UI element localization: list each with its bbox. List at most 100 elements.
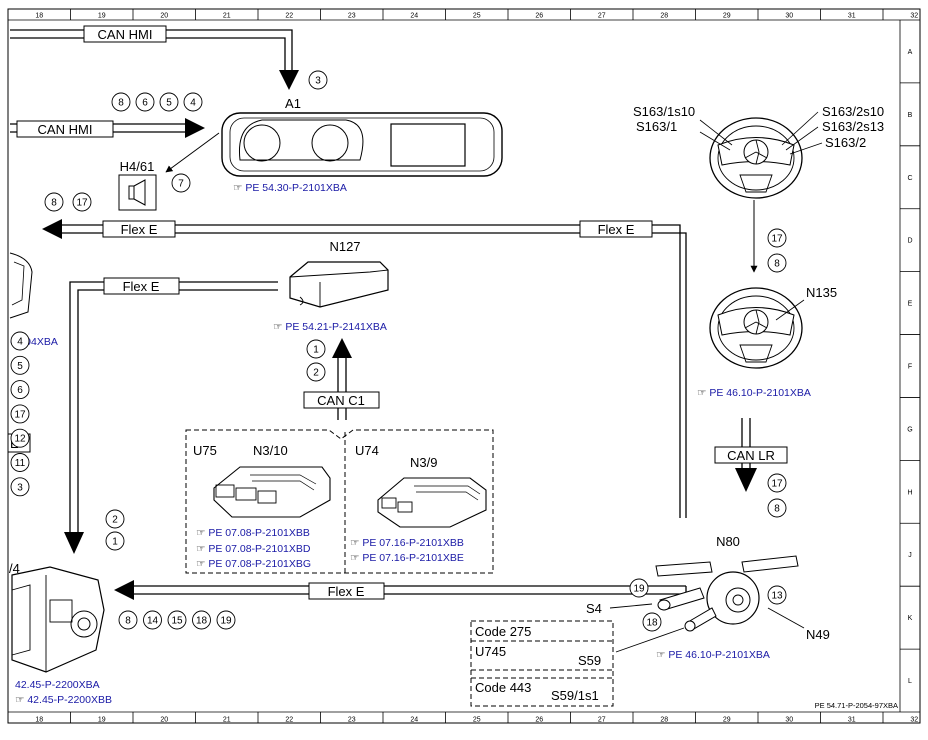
s59-label: S59 <box>578 653 601 668</box>
n80-steering-column-module: N80 S4 N49 ☞ PE 46.10-P-2101XBA <box>586 534 830 661</box>
signal-number-circle <box>10 453 30 472</box>
grid-column-label: 18 <box>35 13 43 20</box>
grid-column-label: 21 <box>223 13 231 20</box>
signal-number-circle <box>767 228 787 248</box>
s163-1-label: S163/1 <box>636 119 677 134</box>
signal-number-circle <box>10 404 30 424</box>
grid-row-label: K <box>908 615 913 622</box>
signal-number-circle <box>10 380 30 400</box>
signal-number-circle <box>44 192 64 212</box>
signal-number: 8 <box>125 616 131 627</box>
bus-label: CAN HMI <box>98 27 153 42</box>
n135-ref: ☞ PE 46.10-P-2101XBA <box>697 387 811 399</box>
signal-number-circle <box>192 610 211 630</box>
esp-label-partial: /4 <box>9 561 20 576</box>
signal-number-circle <box>10 331 30 351</box>
bus-label: Flex E <box>328 584 365 599</box>
u75-ref: ☞ PE 07.08-P-2101XBB <box>196 527 310 539</box>
n80-label: N80 <box>716 534 740 549</box>
grid-column-label: 21 <box>223 717 231 724</box>
signal-number: 12 <box>14 434 26 445</box>
bus-flex-e-top: Flex E Flex E <box>42 219 687 518</box>
signal-number: 19 <box>220 616 232 627</box>
code-boxes: Code 275 U745 S59 Code 443 S59/1s1 <box>470 620 614 707</box>
n127-ref: ☞ PE 54.21-P-2141XBA <box>273 321 387 333</box>
grid-column-label: 22 <box>285 717 293 724</box>
grid-column-label: 26 <box>535 717 543 724</box>
grid-column-label: 25 <box>473 13 481 20</box>
n3-9-label: N3/9 <box>410 455 437 470</box>
grid-column-label: 24 <box>410 717 418 724</box>
grid-column-label: 27 <box>598 13 606 20</box>
signal-number-circle <box>216 610 236 630</box>
s163-2-label: S163/2 <box>825 135 866 150</box>
signal-number: 17 <box>14 409 26 420</box>
a1-ref: ☞ PE 54.30-P-2101XBA <box>233 182 347 194</box>
signal-number: 14 <box>147 616 159 627</box>
signal-number-circle <box>118 610 138 630</box>
signal-number: 8 <box>51 198 57 209</box>
grid-column-label: 23 <box>348 717 356 724</box>
bus-flex-e-bottom: Flex E <box>114 580 687 600</box>
grid-row-label: H <box>907 489 912 496</box>
bus-can-hmi-mid: CAN HMI <box>10 118 205 138</box>
a1-label: A1 <box>285 96 301 111</box>
u75-ref: ☞ PE 07.08-P-2101XBD <box>196 543 311 555</box>
grid-column-label: 26 <box>535 13 543 20</box>
s59-1s1-label: S59/1s1 <box>551 688 599 703</box>
bus-can-c1: CAN C1 <box>303 338 380 420</box>
signal-number-circle <box>306 362 326 382</box>
h4-61-label: H4/61 <box>120 159 155 174</box>
grid-column-label: 31 <box>848 717 856 724</box>
signal-number: 2 <box>112 515 118 526</box>
grid-row-label: D <box>907 238 912 245</box>
a1-instrument-cluster: A1 ☞ PE 54.30-P-2101XBA <box>221 96 503 194</box>
s4-label: S4 <box>586 601 602 616</box>
grid-row-label: A <box>908 49 913 56</box>
document-code: PE 54.71-P-2054-97XBA <box>815 701 898 710</box>
bus-label: CAN LR <box>727 448 775 463</box>
signal-number: 8 <box>118 98 124 109</box>
signal-number: 6 <box>142 98 148 109</box>
signal-number-circle <box>183 92 203 112</box>
signal-number-circle <box>642 612 662 632</box>
esp-control-unit: /4 42.45-P-2200XBA ☞ 42.45-P-2200XBB <box>9 561 112 706</box>
signal-number-circle <box>135 92 155 112</box>
signal-number: 11 <box>15 458 26 469</box>
signal-number: 19 <box>633 584 645 595</box>
n80-ref: ☞ PE 46.10-P-2101XBA <box>656 649 770 661</box>
bus-can-lr: CAN LR <box>714 418 788 492</box>
grid-column-label: 19 <box>98 13 106 20</box>
bus-label: CAN C1 <box>317 393 365 408</box>
n49-label: N49 <box>806 627 830 642</box>
signal-number-circle <box>171 173 191 193</box>
signal-number-circle <box>10 428 30 448</box>
signal-number-circle <box>111 92 131 112</box>
grid-column-label: 18 <box>35 717 43 724</box>
n135-label: N135 <box>806 285 837 300</box>
u745-label: U745 <box>475 644 506 659</box>
grid-column-label: 32 <box>910 717 918 724</box>
signal-number-circle <box>105 531 125 551</box>
grid-row-label: B <box>908 112 913 119</box>
signal-number: 2 <box>313 368 319 379</box>
grid-column-label: 32 <box>910 13 918 20</box>
grid-row-label: F <box>908 364 912 371</box>
grid-column-label: 20 <box>160 13 168 20</box>
bus-can-hmi-top: CAN HMI <box>10 25 299 90</box>
s163-2s13-label: S163/2s13 <box>822 119 884 134</box>
u75-label: U75 <box>193 443 217 458</box>
grid-column-label: 24 <box>410 13 418 20</box>
signal-number-circle <box>159 92 179 112</box>
grid-row-label: G <box>907 426 912 433</box>
signal-number-circle <box>167 610 187 630</box>
u74-ref: ☞ PE 07.16-P-2101XBB <box>350 537 464 549</box>
signal-number-circle <box>10 355 30 375</box>
signal-number: 18 <box>646 618 658 629</box>
signal-number: 17 <box>771 234 783 245</box>
engine-ecu-group: U75 N3/10 U74 N3/9 ☞ PE 07.08-P-2101XBB … <box>185 429 494 574</box>
signal-number-circle <box>72 192 92 212</box>
grid-column-label: 29 <box>723 717 731 724</box>
